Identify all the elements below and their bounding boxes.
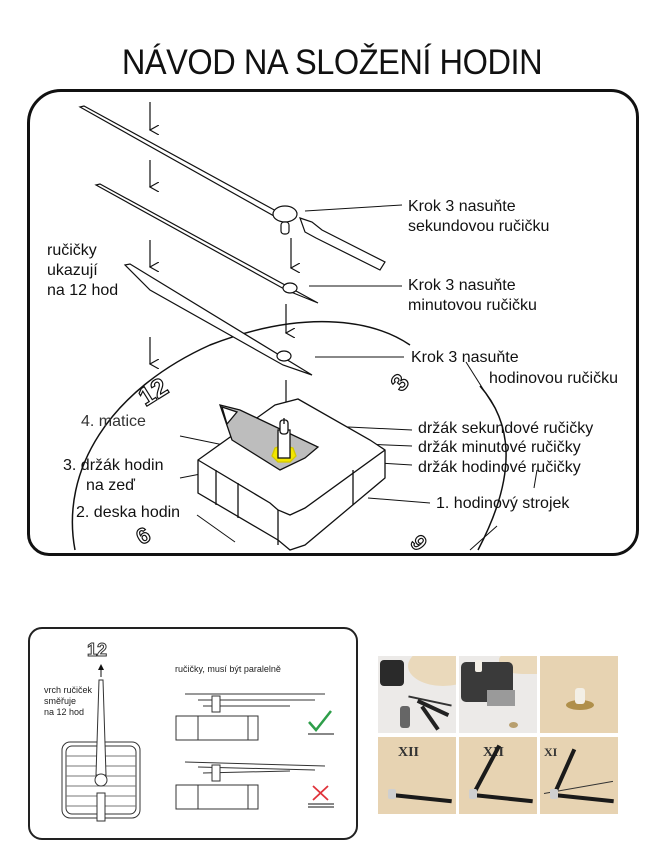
alignment-diagram-panel: [28, 627, 358, 840]
label-wall-hanger-2: na zeď: [86, 477, 135, 494]
photo-parts: [378, 656, 456, 733]
clock-board-outline: [71, 320, 411, 551]
label-movement: 1. hodinový strojek: [436, 495, 570, 512]
label-hour-hand-step: Krok 3 nasuňte: [411, 349, 519, 366]
dial-number-9: 9: [132, 522, 155, 550]
photo-shaft-through-board: [540, 656, 618, 733]
photo-second-hand: XI: [540, 737, 618, 814]
assembly-diagram-panel: [27, 89, 639, 556]
alignment-twelve: 12: [86, 640, 108, 660]
label-line: Krok 3 nasuňte: [408, 198, 516, 215]
label-clock-board: 2. deska hodin: [76, 504, 181, 521]
label-hands-point-12: ručičky ukazují na 12 hod: [47, 241, 118, 301]
label-line: na 12 hod: [44, 707, 85, 717]
dial-number-3: 3: [386, 369, 415, 397]
label-line: Krok 3 nasuňte: [408, 277, 516, 294]
label-hands-top: vrch ručiček směřuje na 12 hod: [44, 685, 92, 718]
label-line: směřuje: [44, 696, 77, 706]
label-parallel-note: ručičky, musí být paralelně: [175, 664, 281, 674]
label-minute-holder: držák minutové ručičky: [418, 439, 581, 456]
label-line: minutovou ručičku: [408, 297, 537, 314]
label-line: ukazují: [47, 262, 98, 279]
label-line: vrch ručiček: [44, 685, 93, 695]
label-line: na 12 hod: [47, 282, 119, 299]
clock-movement: [197, 398, 386, 551]
label-wall-hanger: 3. držák hodin: [63, 457, 164, 474]
minute-hand: [94, 183, 319, 304]
label-nut: 4. matice: [81, 413, 146, 430]
label-line: sekundovou ručičku: [408, 218, 550, 235]
label-second-holder: držák sekundové ručičky: [418, 420, 594, 437]
label-minute-hand-step: Krok 3 nasuňte minutovou ručičku: [408, 276, 537, 316]
down-arrow-icons: [150, 102, 291, 408]
dial-number-12: 12: [133, 371, 173, 412]
label-line: ručičky: [47, 242, 97, 259]
page-title: NÁVOD NA SLOŽENÍ HODIN: [121, 43, 543, 83]
photo-hour-hand: XII: [378, 737, 456, 814]
photo-movement: [459, 656, 537, 733]
photo-steps-grid: XII XII XI: [378, 656, 646, 823]
dial-number-6: 6: [405, 530, 432, 555]
photo-minute-hand: XII: [459, 737, 537, 814]
hour-hand: [123, 263, 313, 376]
label-second-hand-step: Krok 3 nasuňte sekundovou ručičku: [408, 197, 549, 237]
second-hand: [78, 105, 386, 271]
label-hour-holder: držák hodinové ručičky: [418, 459, 581, 476]
label-hour-hand-step-2: hodinovou ručičku: [489, 370, 618, 387]
